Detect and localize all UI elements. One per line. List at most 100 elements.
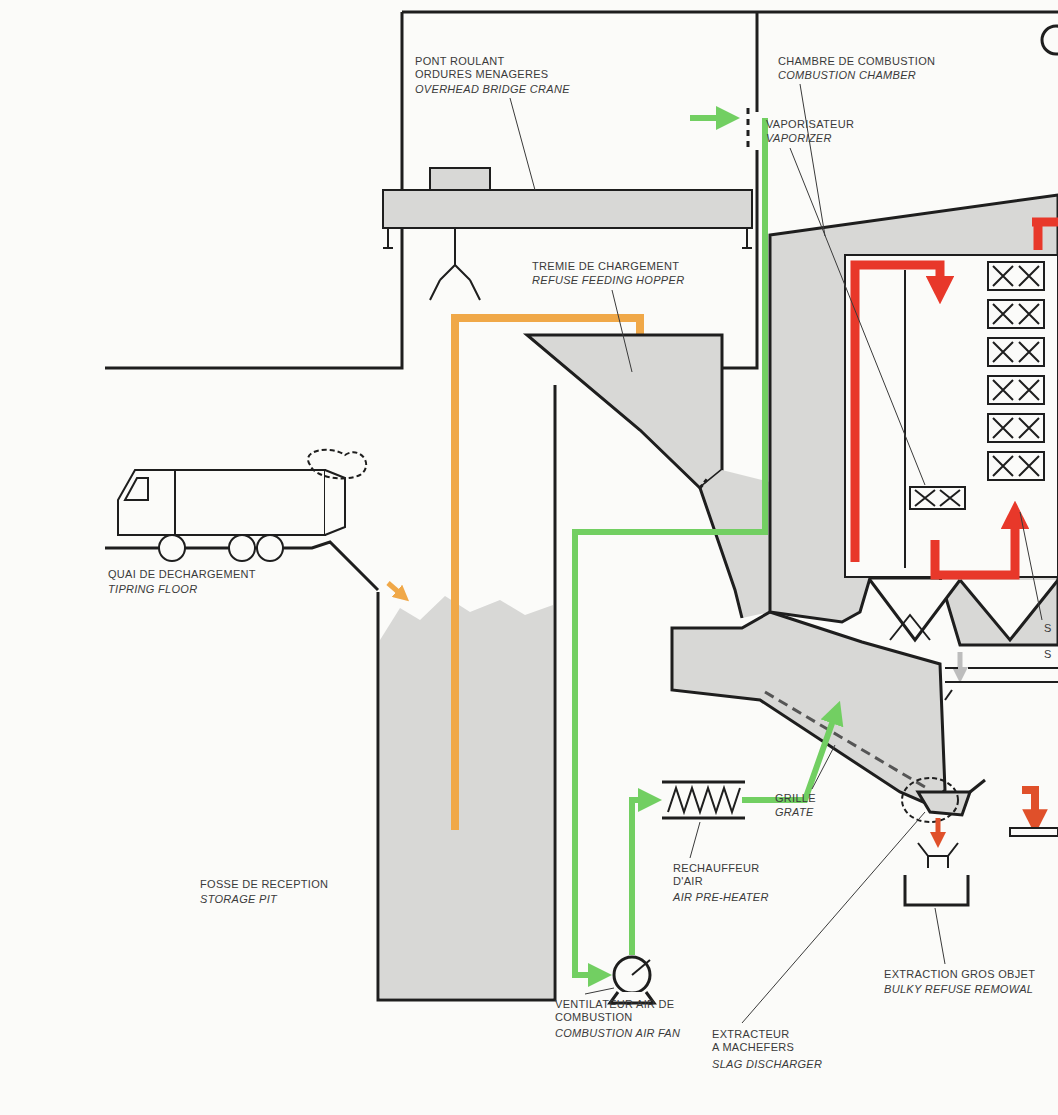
combustion-chamber-part xyxy=(770,195,1058,645)
combustion-air xyxy=(575,118,836,975)
lower-duct xyxy=(945,668,1058,700)
unload-arrow xyxy=(388,583,403,596)
bulky-bin-part xyxy=(918,843,958,868)
hopper-and-furnace-part xyxy=(700,488,742,618)
boiler-tube-bank-part xyxy=(993,418,1039,438)
leader-lines-part xyxy=(585,988,614,994)
boiler-tube-bank-part xyxy=(988,452,1044,480)
duct-gap xyxy=(747,108,750,150)
leader-lines-part xyxy=(612,290,632,372)
refuse-truck-part xyxy=(125,478,148,500)
refuse-truck-part xyxy=(257,535,283,561)
part-label: GRILLE xyxy=(775,792,816,805)
bulky-bin-part xyxy=(905,875,968,905)
part-label: RECHAUFFEUR D'AIR xyxy=(673,862,773,888)
part-label: STORAGE PIT xyxy=(200,893,277,906)
leader-lines-part xyxy=(510,98,535,190)
slag-discharger-part xyxy=(918,792,970,815)
part-label: FOSSE DE RECEPTION xyxy=(200,878,328,891)
leader-lines-part xyxy=(812,745,835,789)
bridge-crane-part xyxy=(430,168,490,190)
air-preheater xyxy=(662,782,745,818)
hopper-and-furnace-part xyxy=(527,335,722,488)
part-label: TIPRING FLOOR xyxy=(108,583,197,596)
refuse-truck-part xyxy=(308,450,366,479)
part-label: CHAMBRE DE COMBUSTION xyxy=(778,55,935,68)
part-label: TREMIE DE CHARGEMENT xyxy=(532,260,679,273)
refuse-truck-part xyxy=(325,470,345,535)
vaporizer-box-part xyxy=(915,490,960,506)
leader-lines-part xyxy=(790,148,925,485)
leader-lines-part xyxy=(800,84,825,236)
part-label: VAPORIZER xyxy=(766,132,832,145)
building-walls-part xyxy=(756,12,759,112)
grate xyxy=(765,692,930,790)
hopper-and-furnace-part xyxy=(700,478,708,488)
refuse-truck-part xyxy=(118,470,175,535)
conveyor xyxy=(1010,828,1058,836)
hopper-and-furnace-part xyxy=(672,612,945,805)
lower-duct-part xyxy=(945,690,952,700)
building-walls xyxy=(105,12,1058,1000)
combustion-fan-part xyxy=(632,960,650,975)
part-label: S xyxy=(1044,622,1052,635)
part-label: VAPORISATEUR xyxy=(766,118,854,131)
boiler-tube-bank-part xyxy=(993,456,1039,476)
flue-gas-arrows-part xyxy=(935,515,1015,575)
leader-lines-part xyxy=(935,908,945,964)
drum xyxy=(1042,26,1058,54)
boiler-tube-bank-part xyxy=(988,262,1044,290)
bridge-crane xyxy=(383,168,752,300)
combustion-fan xyxy=(610,957,654,1003)
part-label: EXTRACTEUR A MACHEFERS xyxy=(712,1028,798,1054)
bridge-crane-part xyxy=(383,190,752,228)
bridge-crane-part xyxy=(383,228,752,248)
part-label: BULKY REFUSE REMOWAL xyxy=(884,983,1033,996)
boiler-tube-bank-part xyxy=(993,342,1039,362)
boiler-tube-bank-part xyxy=(988,414,1044,442)
part-label: REFUSE FEEDING HOPPER xyxy=(532,274,684,287)
ash-arrow xyxy=(958,652,963,675)
combustion-chamber-part xyxy=(870,580,1058,640)
vaporizer-box xyxy=(910,487,965,509)
storage-pit-refuse xyxy=(380,596,553,998)
part-label: PONT ROULANT ORDURES MENAGERES xyxy=(415,55,555,81)
bridge-crane-part xyxy=(430,228,480,300)
leader-lines xyxy=(510,84,1042,1023)
boiler-tube-bank-part xyxy=(988,338,1044,366)
slag-discharger-part xyxy=(970,780,985,792)
combustion-fan-part xyxy=(614,957,650,993)
combustion-chamber xyxy=(770,195,1058,645)
part-label: AIR PRE-HEATER xyxy=(673,891,769,904)
part-label: SLAG DISCHARGER xyxy=(712,1058,822,1071)
flue-gas-arrows-part xyxy=(855,265,940,562)
combustion-chamber-part xyxy=(890,615,930,640)
combustion-air-part xyxy=(575,118,765,975)
flue-gas-arrows xyxy=(855,222,1058,575)
air-preheater-part xyxy=(668,788,740,812)
building-walls-part xyxy=(378,385,555,1000)
refuse-truck-part xyxy=(229,535,255,561)
boiler-tube-bank-part xyxy=(993,380,1039,400)
flue-gas-arrows-part xyxy=(1034,222,1043,250)
combustion-chamber-part xyxy=(904,270,906,568)
combustion-chamber-part xyxy=(845,255,1058,577)
slag-arrow xyxy=(936,818,941,840)
bulky-gate xyxy=(902,778,958,822)
part-label: VENTILATEUR AIR DE COMBUSTION xyxy=(555,998,680,1024)
boiler-tube-bank-part xyxy=(993,304,1039,324)
air-preheater-part xyxy=(662,782,745,818)
part-label: COMBUSTION CHAMBER xyxy=(778,69,916,82)
boiler-tube-bank xyxy=(988,262,1044,480)
part-label: S xyxy=(1044,648,1052,661)
combustion-air-part xyxy=(632,800,650,955)
refuse-truck-part xyxy=(175,470,325,535)
vaporizer-box-part xyxy=(910,487,965,509)
chute-arrow xyxy=(1022,790,1035,822)
hopper-and-furnace-part xyxy=(700,470,770,618)
boiler-tube-bank-part xyxy=(988,300,1044,328)
building-walls-part xyxy=(722,150,757,368)
building-walls-part xyxy=(105,12,402,368)
